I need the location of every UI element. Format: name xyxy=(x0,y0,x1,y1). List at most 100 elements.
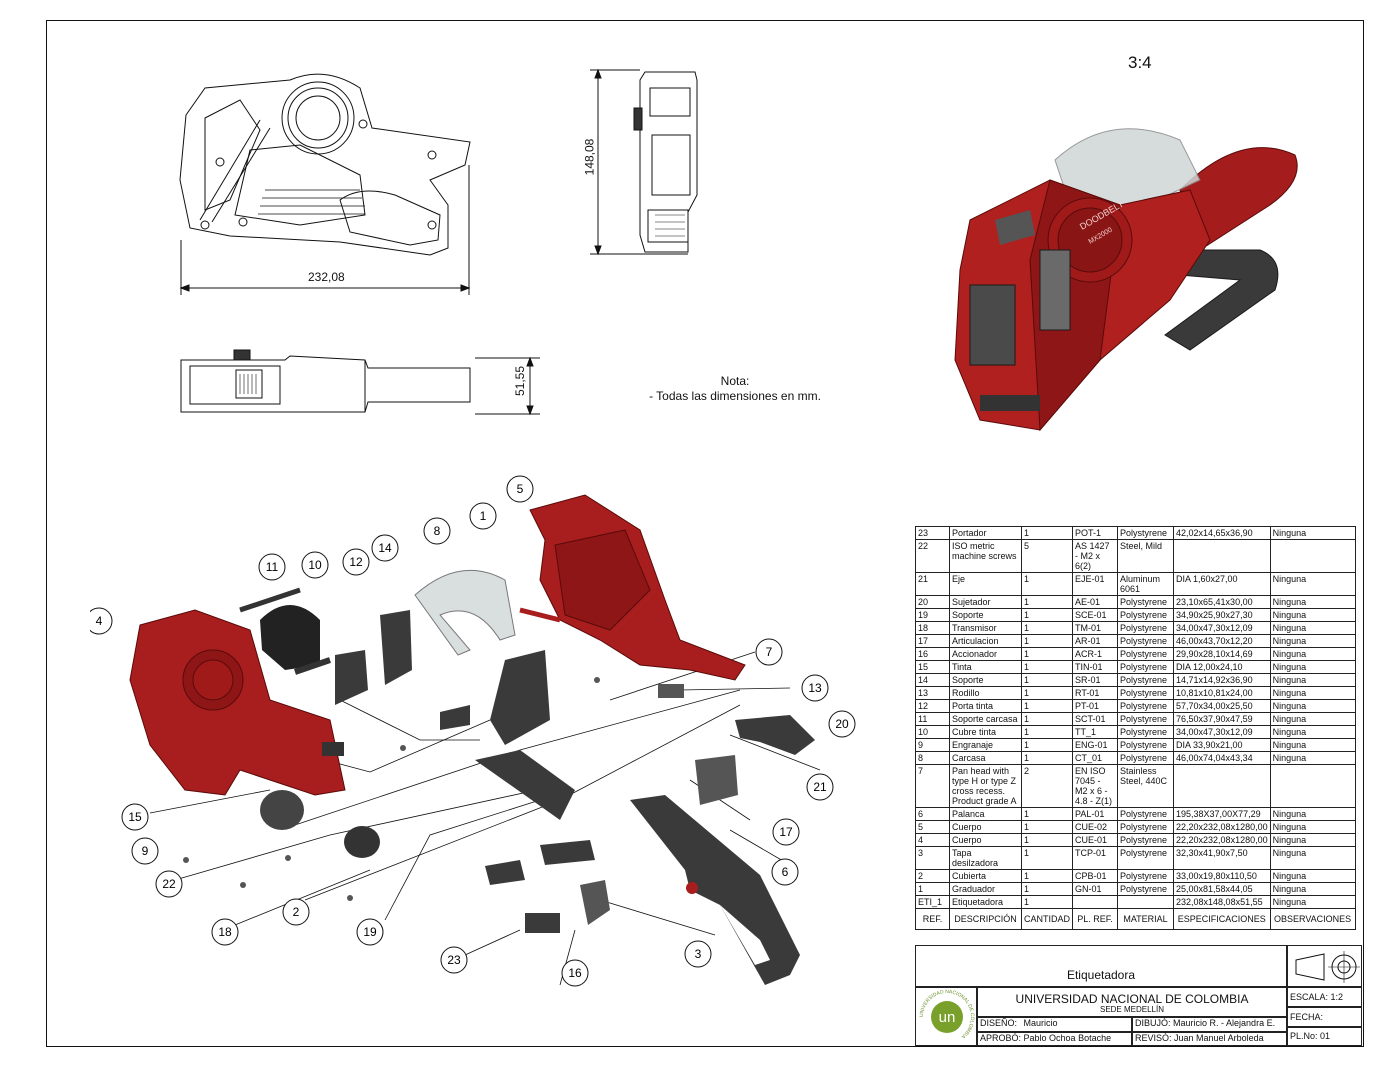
bom-cell: 29,90x28,10x14,69 xyxy=(1173,647,1271,661)
bom-cell xyxy=(1072,895,1119,909)
bom-cell: AE-01 xyxy=(1072,595,1119,609)
bom-cell: Aluminum 6061 xyxy=(1117,572,1175,596)
bom-cell: TIN-01 xyxy=(1072,660,1119,674)
bom-cell: DIA 33,90x21,00 xyxy=(1173,738,1271,752)
bom-cell: 1 xyxy=(1020,608,1074,622)
bom-cell: Polystyrene xyxy=(1117,833,1175,847)
bom-cell: 6 xyxy=(915,807,950,821)
bom-cell: Cubre tinta xyxy=(949,725,1022,739)
svg-text:3: 3 xyxy=(695,947,702,961)
bom-cell: Polystyrene xyxy=(1117,634,1175,648)
bom-cell: 20 xyxy=(915,595,950,609)
svg-text:22: 22 xyxy=(162,877,176,891)
svg-text:20: 20 xyxy=(835,717,849,731)
bom-cell: 1 xyxy=(1020,712,1074,726)
bom-cell: 7 xyxy=(915,764,950,808)
bom-cell: SCE-01 xyxy=(1072,608,1119,622)
bom-cell: 34,00x47,30x12,09 xyxy=(1173,621,1271,635)
bom-header-cell: OBSERVACIONES xyxy=(1269,908,1356,930)
bom-cell: 1 xyxy=(1020,634,1074,648)
bom-cell: 1 xyxy=(1020,699,1074,713)
bom-cell: 195,38X37,00X77,29 xyxy=(1173,807,1271,821)
bom-cell: Polystyrene xyxy=(1117,882,1175,896)
dibujo-label: DIBUJÓ: xyxy=(1135,1018,1171,1028)
bom-cell: Graduador xyxy=(949,882,1022,896)
bom-cell: Sujetador xyxy=(949,595,1022,609)
side-view xyxy=(590,68,698,256)
university-name: UNIVERSIDAD NACIONAL DE COLOMBIA xyxy=(1015,992,1249,1006)
bom-cell: 33,00x19,80x110,50 xyxy=(1173,869,1271,883)
fecha-cell: FECHA: xyxy=(1287,1007,1362,1027)
callout-5: 5 xyxy=(506,475,534,503)
bom-cell: Etiquetadora xyxy=(949,895,1022,909)
bom-cell: 14,71x14,92x36,90 xyxy=(1173,673,1271,687)
isometric-render: DOODBELT MX2000 xyxy=(954,128,1298,432)
escala-value: 1:2 xyxy=(1330,992,1344,1002)
callout-14: 14 xyxy=(371,534,399,562)
callout-1: 1 xyxy=(469,502,497,530)
bom-cell: 12 xyxy=(915,699,950,713)
aprobo-cell: APROBÓ: Pablo Ochoa Botache xyxy=(977,1032,1132,1046)
bom-cell: 21 xyxy=(915,572,950,596)
callout-12: 12 xyxy=(342,548,370,576)
callout-19: 19 xyxy=(356,918,384,946)
dimension-height: 148,08 xyxy=(582,138,597,176)
svg-text:12: 12 xyxy=(349,555,363,569)
bom-cell: 1 xyxy=(1020,869,1074,883)
svg-text:23: 23 xyxy=(447,953,461,967)
note-text: - Todas las dimensiones en mm. xyxy=(649,389,821,403)
bom-cell: PAL-01 xyxy=(1072,807,1119,821)
svg-text:14: 14 xyxy=(378,541,392,555)
bom-cell: POT-1 xyxy=(1072,526,1119,540)
plano-cell: PL.No: 01 xyxy=(1287,1027,1362,1046)
bom-cell: SR-01 xyxy=(1072,673,1119,687)
bom-cell: Articulacion xyxy=(949,634,1022,648)
bom-cell: ETI_1 xyxy=(915,895,950,909)
bom-cell: 5 xyxy=(1020,539,1074,573)
svg-text:10: 10 xyxy=(308,558,322,572)
bom-cell: Ninguna xyxy=(1269,526,1356,540)
bom-cell: ISO metric machine screws xyxy=(949,539,1022,573)
bom-cell: 23 xyxy=(915,526,950,540)
bom-cell: Ninguna xyxy=(1269,634,1356,648)
callout-16: 16 xyxy=(561,959,589,987)
bom-cell: 46,00x74,04x43,34 xyxy=(1173,751,1271,765)
fecha-label: FECHA: xyxy=(1290,1012,1324,1022)
svg-text:9: 9 xyxy=(142,844,149,858)
bom-cell: 16 xyxy=(915,647,950,661)
bom-cell: Soporte xyxy=(949,673,1022,687)
bom-cell: Polystyrene xyxy=(1117,660,1175,674)
bom-header-cell: ESPECIFICACIONES xyxy=(1173,908,1271,930)
bom-cell: Ninguna xyxy=(1269,660,1356,674)
bom-cell: Accionador xyxy=(949,647,1022,661)
callout-17: 17 xyxy=(772,818,800,846)
svg-text:5: 5 xyxy=(517,482,524,496)
bom-cell: ENG-01 xyxy=(1072,738,1119,752)
bom-cell: Ninguna xyxy=(1269,673,1356,687)
university-logo: UNIVERSIDAD NACIONAL DE COLOMBIA un xyxy=(919,989,975,1040)
bom-cell: DIA 1,60x27,00 xyxy=(1173,572,1271,596)
bom-cell: 11 xyxy=(915,712,950,726)
projection-symbol-box xyxy=(1287,945,1362,987)
bom-cell: 15 xyxy=(915,660,950,674)
callout-8: 8 xyxy=(423,517,451,545)
campus-name: SEDE MEDELLÍN xyxy=(1099,1005,1165,1014)
bom-cell: Ninguna xyxy=(1269,595,1356,609)
bom-cell xyxy=(1269,539,1356,573)
bom-cell: 9 xyxy=(915,738,950,752)
bom-cell: 14 xyxy=(915,673,950,687)
bom-cell: 19 xyxy=(915,608,950,622)
svg-text:21: 21 xyxy=(813,780,827,794)
bom-cell: 46,00x43,70x12,20 xyxy=(1173,634,1271,648)
callout-10: 10 xyxy=(301,551,329,579)
bom-cell: 22,20x232,08x1280,00 xyxy=(1173,833,1271,847)
svg-text:16: 16 xyxy=(568,966,582,980)
